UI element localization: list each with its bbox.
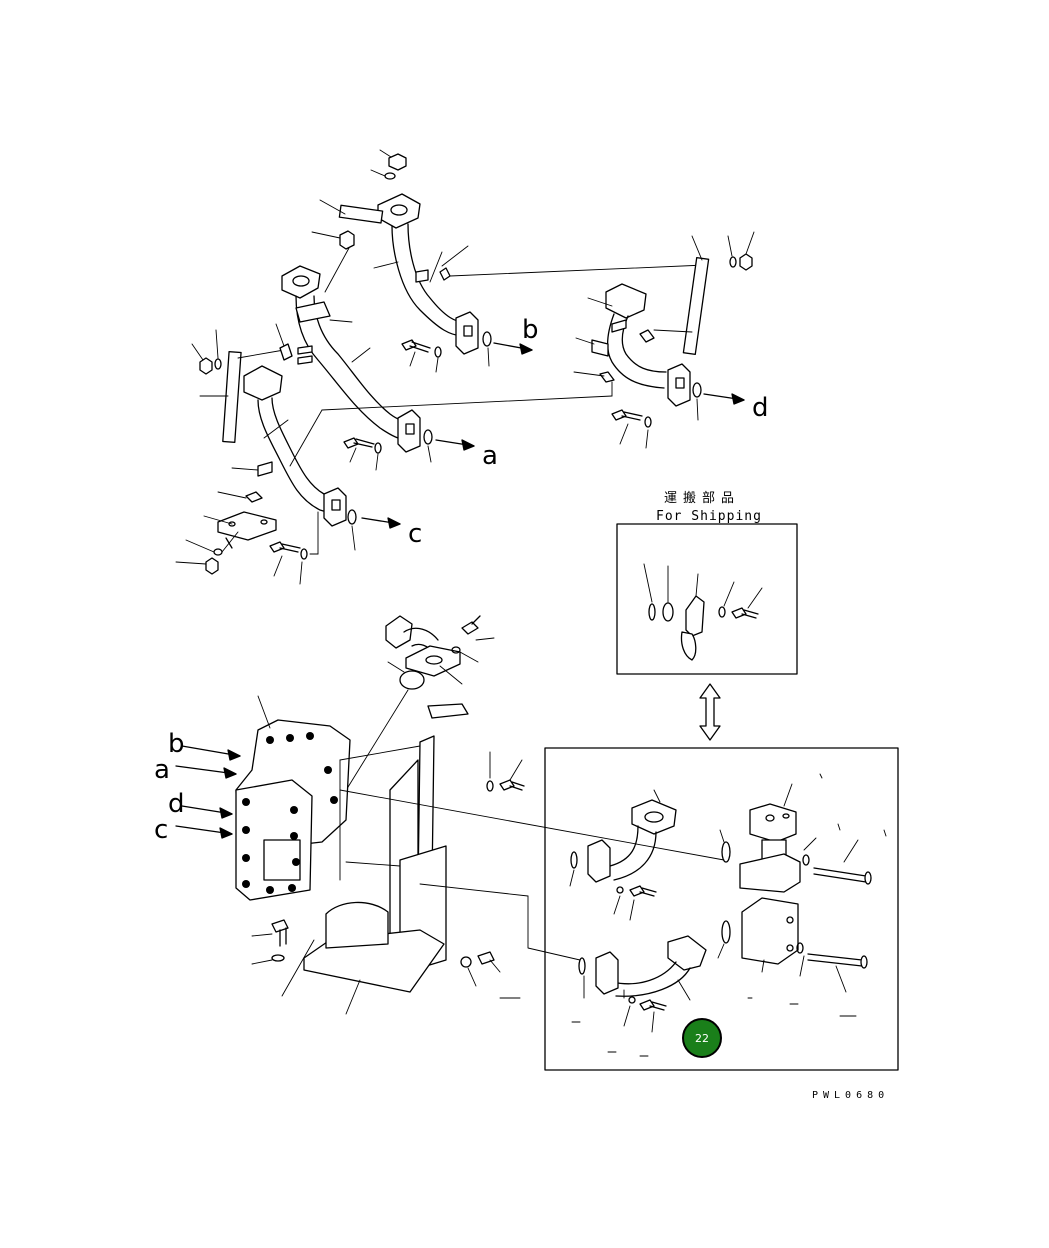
shipping-parts-box: 運搬部品 For Shipping	[616, 491, 798, 675]
top-nut-icon	[370, 149, 407, 180]
lower-valve-assembly	[175, 615, 725, 1015]
clip-icon	[339, 230, 355, 250]
detail-box	[544, 747, 899, 1071]
callout-c-side: c	[154, 815, 168, 845]
shipping-title-jp: 運搬部品	[664, 491, 740, 506]
callout-a-upper: a	[482, 441, 498, 471]
shipping-title-en: For Shipping	[656, 509, 762, 524]
callout-c-upper: c	[408, 519, 422, 549]
callout-d-side: d	[168, 789, 185, 819]
right-pipe-assembly	[573, 231, 755, 449]
callout-b-side: b	[168, 729, 185, 759]
upper-pipe-assembly	[175, 149, 706, 585]
callout-b-upper: b	[522, 315, 539, 345]
callout-a-side: a	[154, 755, 170, 785]
callout-d-upper: d	[752, 393, 769, 423]
top-flange-icon	[319, 193, 421, 229]
double-arrow-icon	[699, 683, 721, 741]
page-number-badge: 22	[682, 1018, 722, 1058]
badge-number: 22	[695, 1032, 709, 1045]
drawing-code: PWL0680	[812, 1090, 889, 1101]
